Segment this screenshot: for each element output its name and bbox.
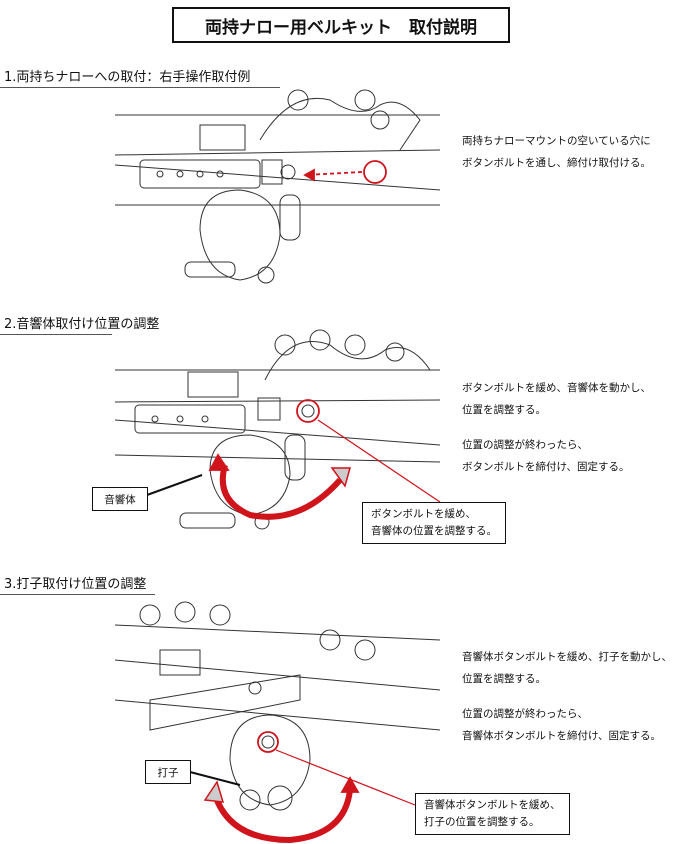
sounding-body-label: 音響体 (92, 487, 148, 511)
instruction-line: 両持ちナローマウントの空いている穴に (462, 135, 651, 147)
callout-line: 音響体ボタンボルトを緩め、 (424, 799, 561, 811)
instruction-line: ボタンボルトを緩め、音響体を動かし、 (462, 382, 651, 394)
figure-2-sounding-body-drawing (114, 329, 441, 530)
figure-1-mount-drawing (114, 89, 441, 284)
section-2-heading: 2.音響体取付け位置の調整 (4, 317, 160, 332)
section-3-callout: 音響体ボタンボルトを緩め、 打子の位置を調整する。 (415, 793, 570, 835)
figure-3-striker-drawing (114, 601, 441, 811)
instruction-line: 位置の調整が終わったら、 (462, 439, 588, 451)
instruction-line: 音響体ボタンボルトを締付け、固定する。 (462, 730, 661, 742)
page-title: 両持ナロー用ベルキット 取付説明 (172, 7, 510, 43)
section-3-heading: 3.打子取付け位置の調整 (4, 577, 147, 592)
section-1-instructions: 両持ちナローマウントの空いている穴に ボタンボルトを通し、締付け取付ける。 (462, 130, 651, 174)
callout-line: 打子の位置を調整する。 (424, 816, 540, 828)
section-2-underline (0, 334, 112, 335)
section-1-heading: 1.両持ちナローへの取付：右手操作取付例 (4, 70, 251, 85)
instruction-line: 位置を調整する。 (462, 404, 546, 416)
section-2-callout: ボタンボルトを緩め、 音響体の位置を調整する。 (362, 502, 506, 544)
red-markers (203, 160, 441, 844)
instruction-line: 位置を調整する。 (462, 673, 546, 685)
instruction-line: 音響体ボタンボルトを緩め、打子を動かし、 (462, 651, 672, 663)
callout-line: ボタンボルトを緩め、 (371, 508, 476, 520)
instruction-line: 位置の調整が終わったら、 (462, 708, 588, 720)
callout-line: 音響体の位置を調整する。 (371, 525, 497, 537)
striker-label: 打子 (145, 760, 191, 784)
section-1-underline (0, 87, 280, 88)
section-3-underline (0, 594, 155, 595)
section-3-instructions: 音響体ボタンボルトを緩め、打子を動かし、 位置を調整する。 位置の調整が終わった… (462, 646, 672, 747)
instruction-line: ボタンボルトを締付け、固定する。 (462, 461, 630, 473)
section-2-instructions: ボタンボルトを緩め、音響体を動かし、 位置を調整する。 位置の調整が終わったら、… (462, 377, 651, 478)
instruction-line: ボタンボルトを通し、締付け取付ける。 (462, 157, 651, 169)
